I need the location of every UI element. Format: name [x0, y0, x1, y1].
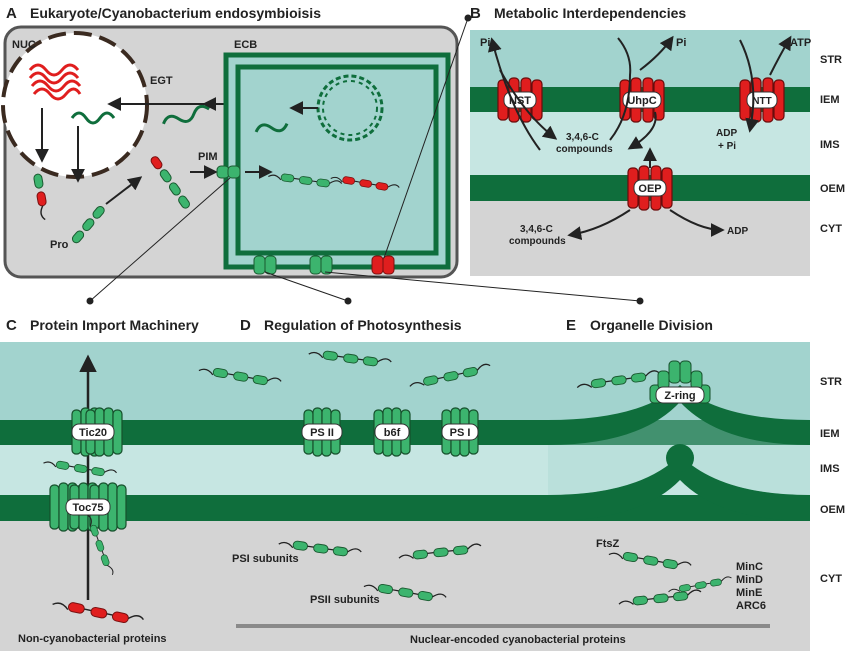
- arrow-pi-mid: [639, 35, 674, 71]
- noncyano-label: Non-cyanobacterial proteins: [18, 633, 167, 645]
- adp-label: ADP: [727, 226, 748, 237]
- compounds-bot-1: 3,4,6-C: [520, 224, 553, 235]
- b-layer-labels: STR IEM IMS OEM CYT: [820, 54, 845, 235]
- cytosol-chain: [150, 156, 190, 209]
- z-ring-complex: Z-ring: [649, 360, 711, 404]
- panel-a-title: Eukaryote/Cyanobacterium endosymbioisis: [30, 5, 321, 21]
- uhpc-label: UhpC: [627, 95, 656, 107]
- oep-channel: OEP: [627, 165, 673, 211]
- connector-to-b: [383, 17, 469, 259]
- ecb-inner-membrane: [235, 64, 439, 256]
- bottom-layer-labels: STR IEM IMS OEM CYT: [820, 376, 845, 585]
- psii-subunits-label: PSII subunits: [310, 594, 380, 606]
- oem-constriction: [548, 455, 810, 521]
- ecb-dna-fragment: [254, 122, 289, 133]
- connector-to-d: [264, 271, 349, 302]
- tic20-label: Tic20: [79, 427, 107, 439]
- egt-dna: [162, 104, 210, 125]
- panel-d-letter: D: [240, 317, 251, 334]
- z-ring-label: Z-ring: [664, 390, 695, 402]
- pi-left-label: Pi: [480, 37, 490, 49]
- panel-b: B Metabolic Interdependencies STR IEM IM…: [470, 5, 845, 276]
- svg-text:MinE: MinE: [736, 587, 762, 599]
- arrow-atp: [769, 35, 792, 76]
- panel-d-title: Regulation of Photosynthesis: [264, 317, 462, 333]
- panel-a-letter: A: [6, 5, 17, 22]
- svg-text:IMS: IMS: [820, 139, 840, 151]
- b6f-complex: b6f: [373, 407, 411, 457]
- panel-c-letter: C: [6, 317, 17, 334]
- svg-text:STR: STR: [820, 54, 842, 66]
- oep-label: OEP: [638, 183, 661, 195]
- pro-chain-red: [33, 173, 47, 221]
- oem-band: [0, 495, 810, 521]
- compounds-top-2: compounds: [556, 144, 613, 155]
- nuclear-label: Nuclear-encoded cyanobacterial proteins: [410, 634, 626, 646]
- connector-to-c: [89, 177, 231, 302]
- nuclear-dna-green: [70, 111, 116, 125]
- panel-e-letter: E: [566, 317, 576, 334]
- min-list: MinC MinD MinE ARC6: [736, 561, 766, 612]
- pro-label: Pro: [50, 239, 69, 251]
- atp-label: ATP: [790, 37, 811, 49]
- ntt-label: NTT: [752, 96, 771, 107]
- svg-text:MinD: MinD: [736, 574, 763, 586]
- toc75-complex: Toc75: [49, 482, 127, 532]
- psii-label: PS II: [310, 427, 334, 439]
- panel-b-title: Metabolic Interdependencies: [494, 5, 686, 21]
- panel-a: A Eukaryote/Cyanobacterium endosymbioisi…: [1, 5, 644, 305]
- ntt-transporter: NTT: [739, 77, 785, 123]
- psii-complex: PS II: [301, 407, 343, 457]
- egt-label: EGT: [150, 75, 173, 87]
- pi-mid-label: Pi: [676, 37, 686, 49]
- svg-text:IEM: IEM: [820, 428, 840, 440]
- b-cytosol: [470, 201, 810, 276]
- tic20-complex: Tic20: [71, 407, 123, 457]
- pim-label: PIM: [198, 151, 218, 163]
- svg-text:OEM: OEM: [820, 183, 845, 195]
- iem-constriction: [548, 385, 810, 445]
- psi-subunits-label: PSI subunits: [232, 553, 299, 565]
- connector-to-e: [324, 271, 641, 302]
- svg-text:IMS: IMS: [820, 463, 840, 475]
- panel-b-letter: B: [470, 5, 481, 22]
- nuclear-dna-red: [28, 63, 82, 101]
- nuc-label: NUC: [12, 39, 36, 51]
- compounds-top-1: 3,4,6-C: [566, 132, 599, 143]
- panel-e-title: Organelle Division: [590, 317, 713, 333]
- adp-pi-1: ADP: [716, 128, 737, 139]
- pro-chain-green: [71, 205, 105, 244]
- svg-text:IEM: IEM: [820, 94, 840, 106]
- panel-c-title: Protein Import Machinery: [30, 317, 199, 333]
- ftsz-label: FtsZ: [596, 538, 620, 550]
- b6f-label: b6f: [384, 427, 401, 439]
- svg-text:CYT: CYT: [820, 223, 842, 235]
- uhpc-transporter: UhpC: [619, 77, 665, 123]
- psi-label: PS I: [450, 427, 471, 439]
- ecb-label: ECB: [234, 39, 257, 51]
- toc75-label: Toc75: [73, 502, 104, 514]
- ecb-membrane-proteins: [253, 255, 395, 275]
- adp-pi-2: + Pi: [718, 141, 736, 152]
- pim-complex: [216, 165, 241, 179]
- svg-text:OEM: OEM: [820, 504, 845, 516]
- svg-text:CYT: CYT: [820, 573, 842, 585]
- svg-text:MinC: MinC: [736, 561, 763, 573]
- compounds-bot-2: compounds: [509, 236, 566, 247]
- arrow-pi-left: [488, 37, 541, 151]
- arrow-to-cytosol: [105, 176, 143, 205]
- svg-text:ARC6: ARC6: [736, 600, 766, 612]
- psi-complex: PS I: [441, 407, 479, 457]
- bottom-band: C Protein Import Machinery D Regulation …: [0, 317, 845, 651]
- cytosol-band: [0, 521, 810, 651]
- svg-text:STR: STR: [820, 376, 842, 388]
